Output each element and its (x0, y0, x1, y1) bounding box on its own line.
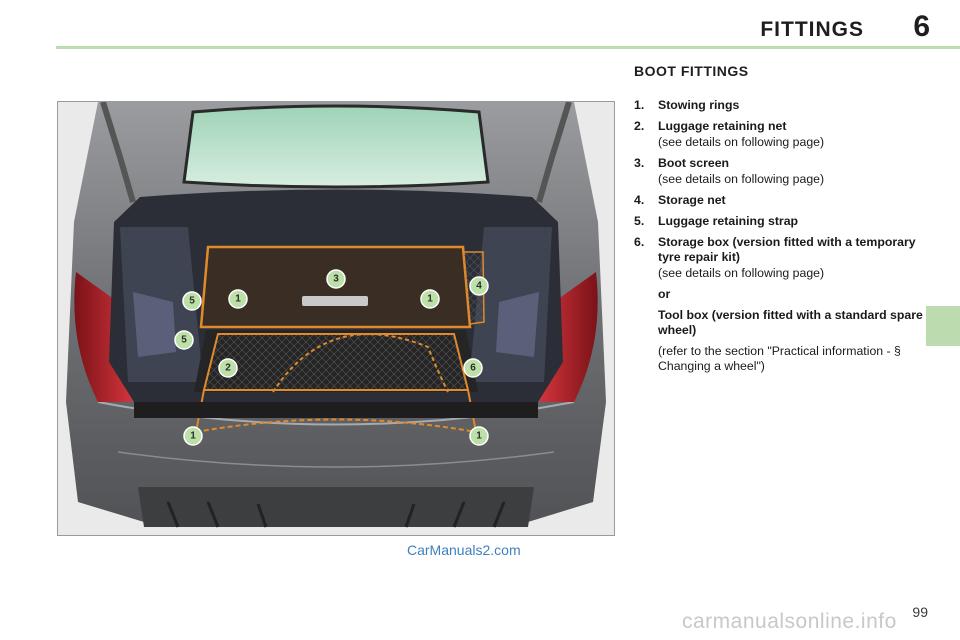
item-number: 3. (634, 156, 645, 170)
item-label: Luggage retaining strap (658, 214, 799, 228)
item-number: 6. (634, 235, 645, 249)
svg-text:1: 1 (190, 431, 196, 442)
callout-2: 2 (218, 358, 238, 378)
site-watermark: carmanualsonline.info (682, 610, 897, 633)
item-number: 4. (634, 193, 645, 207)
callout-1-left-upper: 1 (228, 289, 248, 309)
section-title: BOOT FITTINGS (634, 63, 749, 79)
callout-3: 3 (326, 269, 346, 289)
callout-4: 4 (469, 276, 489, 296)
svg-text:1: 1 (476, 431, 482, 442)
item-or: or (658, 287, 671, 301)
item-note: (see details on following page) (658, 266, 825, 280)
list-item: 5. Luggage retaining strap (634, 214, 924, 229)
carmanuals-watermark: CarManuals2.com (407, 542, 521, 558)
item-label: Boot screen (658, 156, 730, 170)
svg-text:1: 1 (427, 294, 433, 305)
luggage-net (202, 333, 470, 391)
svg-text:5: 5 (181, 335, 187, 346)
list-item: 2. Luggage retaining net (see details on… (634, 119, 924, 150)
item-note: (see details on following page) (658, 172, 825, 186)
boot-figure: 3 1 1 5 4 5 2 6 1 1 (57, 101, 615, 536)
callout-1-right-lower: 1 (469, 426, 489, 446)
item-note: (see details on following page) (658, 135, 825, 149)
list-item: 3. Boot screen (see details on following… (634, 156, 924, 187)
chapter-number: 6 (913, 10, 930, 43)
svg-text:5: 5 (189, 296, 195, 307)
item-number: 2. (634, 119, 645, 133)
callout-5-lower: 5 (174, 330, 194, 350)
callout-1-left-lower: 1 (183, 426, 203, 446)
item-number: 5. (634, 214, 645, 228)
callout-1-right-upper: 1 (420, 289, 440, 309)
item-label: Storage box (version fitted with a tempo… (658, 235, 916, 264)
list-item: 4. Storage net (634, 193, 924, 208)
list-item: 1. Stowing rings (634, 98, 924, 113)
callout-5-upper: 5 (182, 291, 202, 311)
chapter-side-tab (926, 306, 960, 346)
item-number: 1. (634, 98, 645, 112)
rear-window (182, 104, 490, 189)
page-number: 99 (912, 604, 928, 620)
svg-text:4: 4 (476, 281, 482, 292)
item-label: Stowing rings (658, 98, 740, 112)
callout-6: 6 (463, 358, 483, 378)
item-alt-note: (refer to the section "Practical informa… (658, 344, 901, 373)
svg-text:2: 2 (225, 363, 231, 374)
svg-text:1: 1 (235, 294, 241, 305)
header-rule (56, 46, 960, 49)
svg-text:6: 6 (470, 363, 476, 374)
item-alt-label: Tool box (version fitted with a standard… (658, 308, 923, 337)
svg-text:3: 3 (333, 274, 339, 285)
item-label: Storage net (658, 193, 726, 207)
list-item: 6. Storage box (version fitted with a te… (634, 235, 924, 374)
item-label: Luggage retaining net (658, 119, 787, 133)
chapter-title: FITTINGS (760, 18, 864, 41)
rear-diffuser (138, 487, 534, 527)
item-list: 1. Stowing rings 2. Luggage retaining ne… (634, 98, 924, 380)
